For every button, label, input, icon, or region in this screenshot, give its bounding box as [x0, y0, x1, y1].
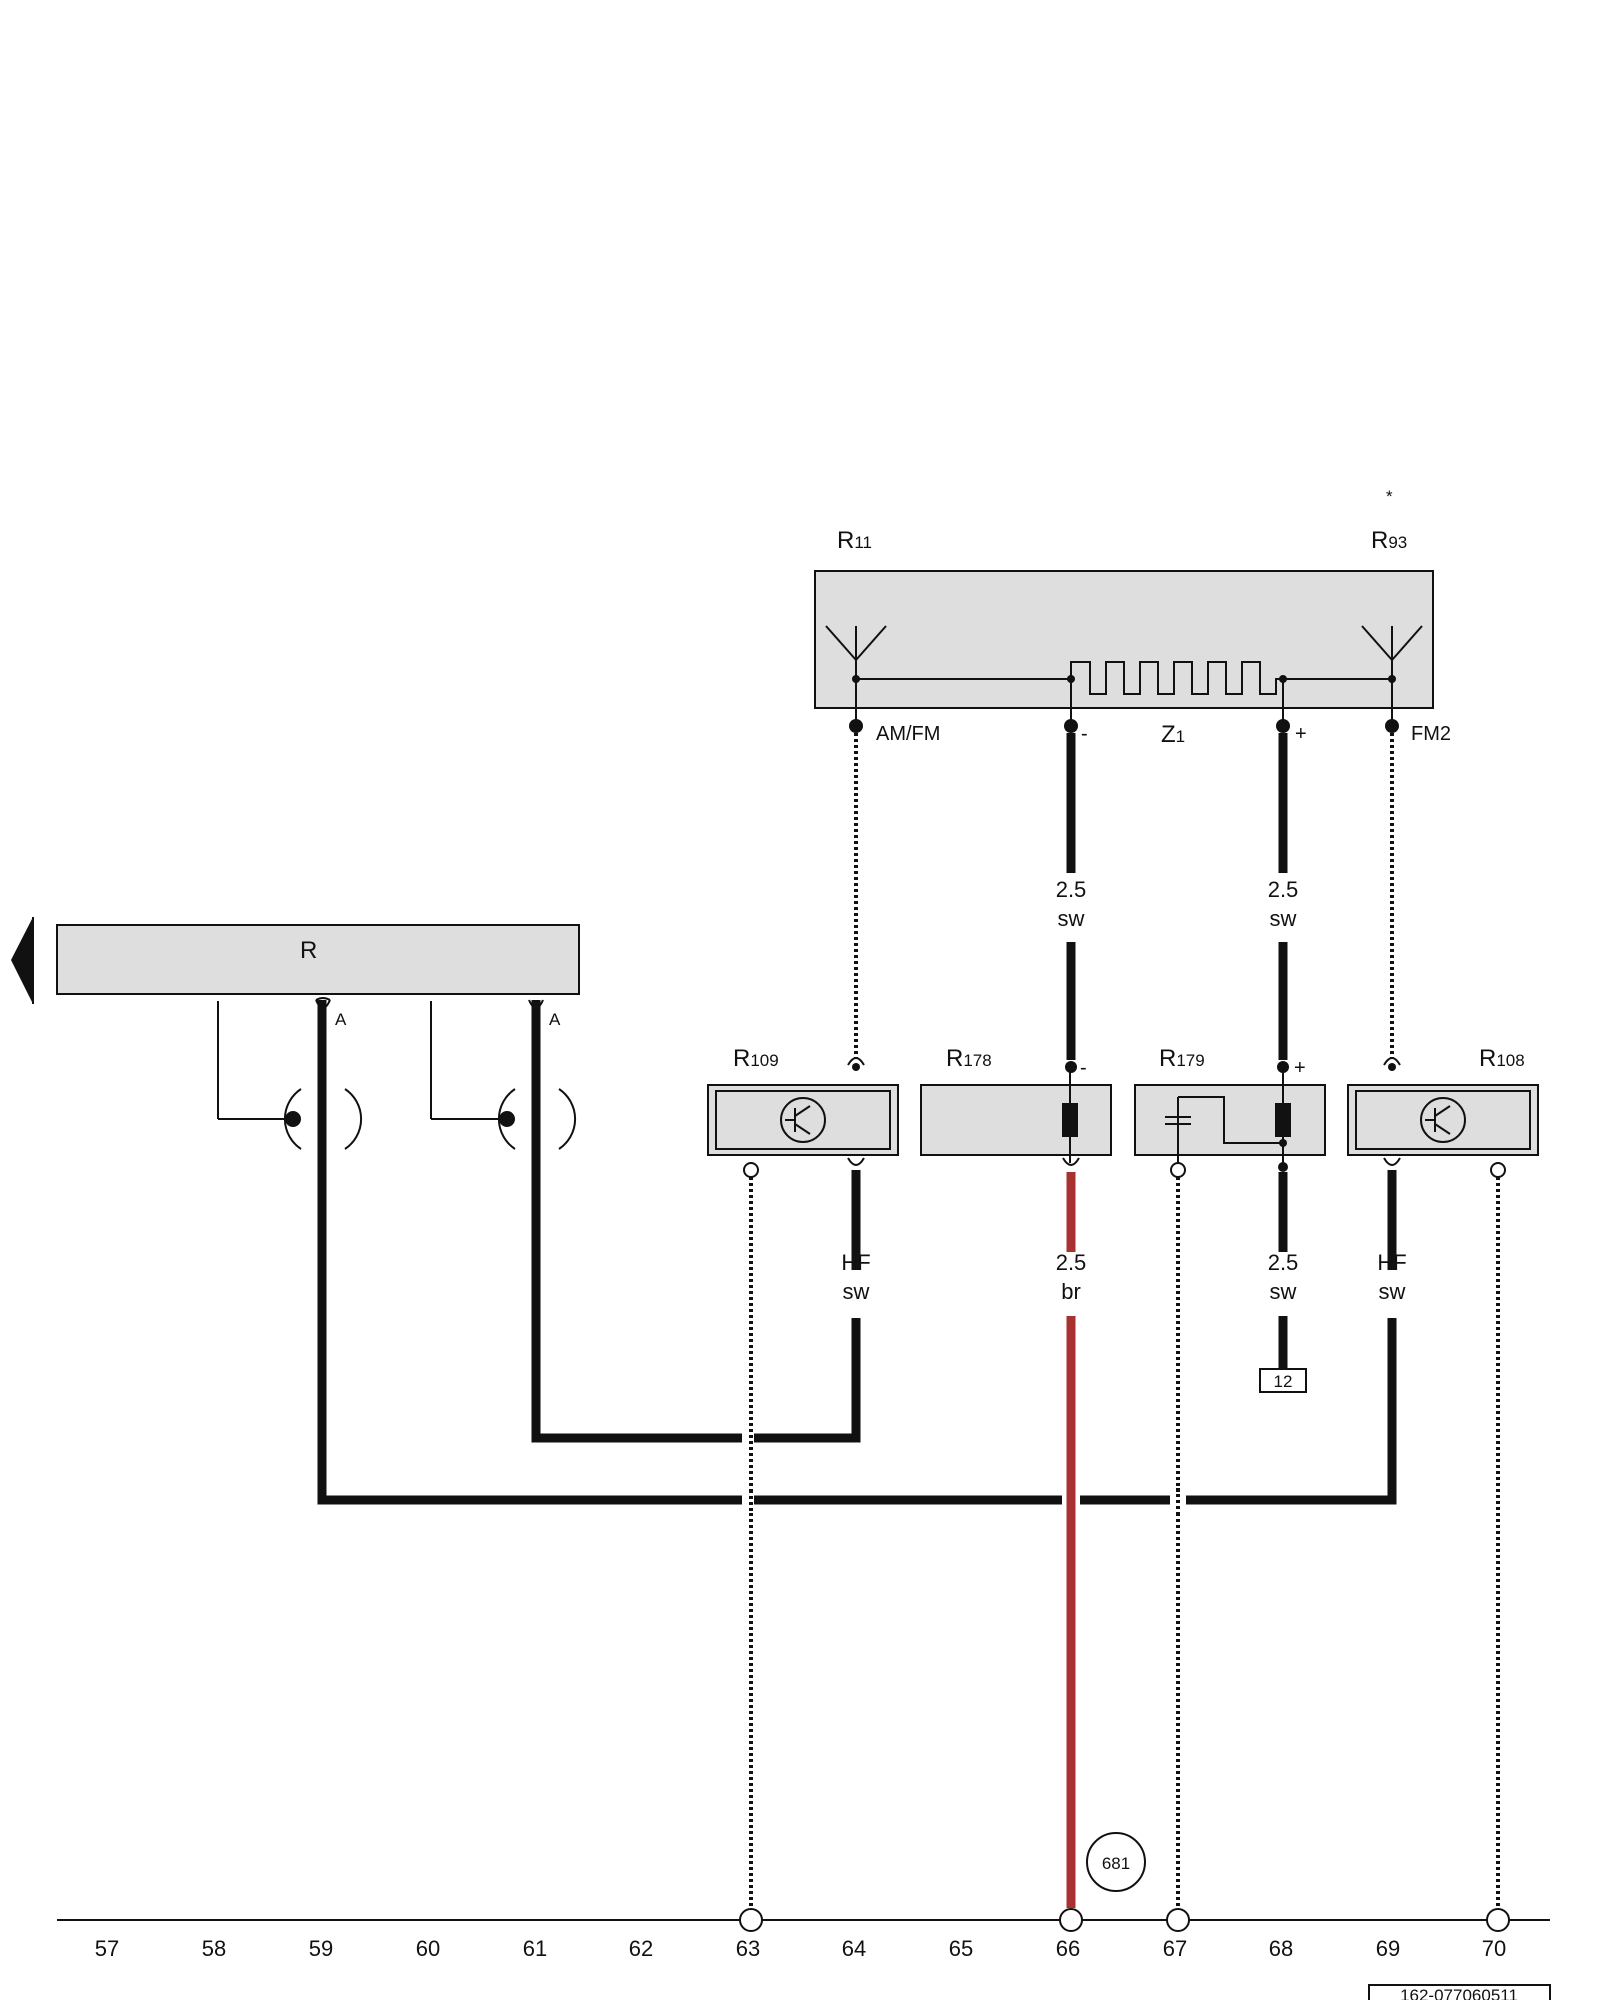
- column-numbers: 57 58 59 60 61 62 63 64 65 66 67 68 69 7…: [95, 1936, 1506, 1961]
- wire-1-color: sw: [1058, 906, 1085, 931]
- ground-point-label: 681: [1102, 1854, 1130, 1873]
- pin-label-r178-minus: -: [1080, 1057, 1087, 1079]
- document-code: 162-077060511: [1400, 1986, 1518, 2000]
- pin-label-radio-a-1: A: [335, 1010, 347, 1029]
- antenna-amplifier-r109: [707, 1084, 899, 1156]
- rear-window-heater-element: [1070, 661, 1283, 695]
- label-radio: R: [300, 937, 317, 964]
- wire-hf-r108-to-radio: [317, 1000, 1397, 1505]
- continuation-arrow-icon: [11, 917, 33, 1004]
- column-number: 69: [1376, 1936, 1400, 1961]
- column-number: 59: [309, 1936, 333, 1961]
- column-number: 66: [1056, 1936, 1080, 1961]
- column-number: 68: [1269, 1936, 1293, 1961]
- wire-2-color: sw: [1270, 906, 1297, 931]
- suppression-filter-r178: [920, 1067, 1112, 1163]
- label-z1: Z1: [1161, 721, 1185, 748]
- column-number: 60: [416, 1936, 440, 1961]
- column-number: 57: [95, 1936, 119, 1961]
- ground-point-circle: [1086, 1832, 1146, 1892]
- document-code-box: [1368, 1984, 1551, 2000]
- suppression-filter-r179: [1134, 1067, 1326, 1163]
- fm2-antenna-icon: [1361, 625, 1423, 679]
- amplifier-transistor-icon: [785, 1105, 811, 1135]
- column-number: 64: [842, 1936, 866, 1961]
- pin-label-am-fm: AM/FM: [876, 723, 940, 745]
- connector-12-label: 12: [1274, 1372, 1293, 1391]
- wire-5-size: 2.5: [1268, 1250, 1299, 1275]
- label-r109: R109: [733, 1045, 779, 1072]
- connector-12-box: [1259, 1368, 1307, 1393]
- wire-5-color: sw: [1270, 1279, 1297, 1304]
- label-r178: R178: [946, 1045, 992, 1072]
- label-r179: R179: [1159, 1045, 1205, 1072]
- wire-2-size: 2.5: [1268, 877, 1299, 902]
- label-r93-note: *: [1386, 487, 1393, 506]
- rear-window-antenna-module: [814, 570, 1434, 733]
- amplifier-transistor-icon: [1425, 1105, 1451, 1135]
- wire-3-color: sw: [843, 1279, 870, 1304]
- wire-4-color: br: [1061, 1279, 1081, 1304]
- wire-3-size: HF: [841, 1250, 870, 1275]
- column-number: 67: [1163, 1936, 1187, 1961]
- radio-unit: [11, 917, 580, 1004]
- pin-label-r179-plus: +: [1294, 1057, 1306, 1079]
- antenna-amplifier-r108: [1347, 1084, 1539, 1156]
- column-number: 63: [736, 1936, 760, 1961]
- radio-coax-connector-1: [217, 997, 363, 1150]
- label-r108: R108: [1479, 1045, 1525, 1072]
- label-r93: R93: [1371, 527, 1407, 554]
- wire-6-color: sw: [1379, 1279, 1406, 1304]
- column-number: 61: [523, 1936, 547, 1961]
- pin-label-heater-minus: -: [1081, 723, 1088, 745]
- pin-label-heater-plus: +: [1295, 723, 1307, 745]
- am-fm-antenna-icon: [825, 625, 887, 679]
- column-number: 58: [202, 1936, 226, 1961]
- column-number: 70: [1482, 1936, 1506, 1961]
- pin-label-radio-a-2: A: [549, 1010, 561, 1029]
- radio-coax-connector-2: [430, 999, 577, 1150]
- wire-4-size: 2.5: [1056, 1250, 1087, 1275]
- pin-label-fm2: FM2: [1411, 723, 1451, 745]
- wire-6-size: HF: [1377, 1250, 1406, 1275]
- column-number: 62: [629, 1936, 653, 1961]
- wire-hf-r109-to-radio: [531, 1000, 861, 1443]
- label-r11: R11: [837, 527, 872, 554]
- column-number: 65: [949, 1936, 973, 1961]
- wire-1-size: 2.5: [1056, 877, 1087, 902]
